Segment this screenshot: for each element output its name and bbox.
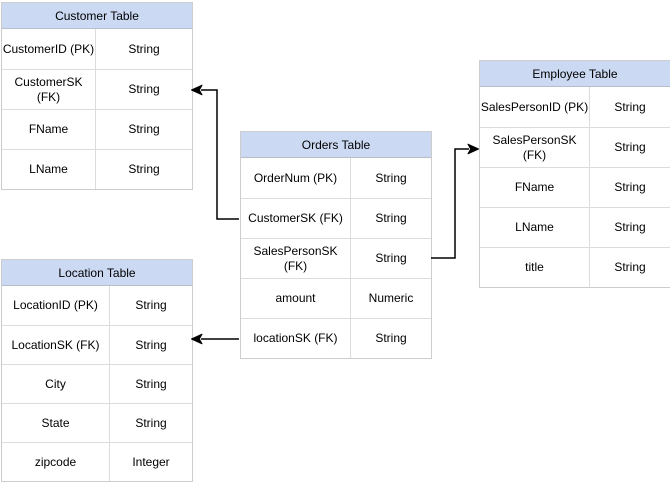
field-name-cell: SalesPersonSK (FK) [241, 239, 351, 278]
field-name-cell: amount [241, 279, 351, 318]
table-row: amount Numeric [241, 278, 431, 318]
table-row: CustomerSK (FK) String [2, 69, 192, 109]
field-type-cell: String [128, 122, 160, 136]
field-type-cell: String [614, 180, 646, 194]
connector-line [201, 89, 239, 220]
field-name-cell: CustomerID (PK) [2, 29, 96, 69]
field-name-cell: OrderNum (PK) [241, 158, 351, 198]
field-name-cell: FName [2, 110, 96, 149]
orders-table-title: Orders Table [241, 132, 431, 158]
field-type-cell: String [128, 162, 160, 176]
customer-table-title: Customer Table [2, 3, 192, 29]
table-row: SalesPersonID (PK) String [480, 87, 670, 127]
orders-table: Orders Table OrderNum (PK) String Custom… [240, 131, 432, 359]
field-name-cell: LocationID (PK) [2, 286, 110, 325]
field-type-cell: Integer [132, 454, 170, 469]
field-type-cell: String [614, 260, 646, 274]
table-row: CustomerSK (FK) String [241, 198, 431, 238]
table-row: LocationID (PK) String [2, 286, 192, 325]
connector-line [431, 148, 469, 259]
table-row: City String [2, 364, 192, 403]
location-table: Location Table LocationID (PK) String Lo… [1, 259, 193, 482]
table-row: SalesPersonSK (FK) String [241, 238, 431, 278]
field-type-cell: String [135, 298, 167, 312]
field-name-cell: CustomerSK (FK) [241, 199, 351, 238]
field-name-cell: SalesPersonSK (FK) [480, 128, 590, 167]
table-row: title String [480, 247, 670, 287]
field-type-cell: String [135, 415, 167, 430]
arrowhead-icon [191, 84, 203, 96]
field-type-cell: String [135, 376, 167, 391]
orders-to-customer-connector [191, 84, 239, 220]
field-type-cell: String [128, 82, 160, 96]
field-name-cell: zipcode [2, 443, 110, 481]
field-name-cell: LocationSK (FK) [2, 326, 110, 364]
table-row: CustomerID (PK) String [2, 29, 192, 69]
field-name-cell: LName [2, 150, 96, 189]
field-type-cell: String [614, 140, 646, 154]
field-type-cell: String [135, 337, 167, 352]
field-name-cell: title [480, 248, 590, 287]
employee-table: Employee Table SalesPersonID (PK) String… [479, 60, 670, 288]
orders-to-employee-connector [431, 143, 479, 259]
field-name-cell: CustomerSK (FK) [2, 70, 96, 109]
table-row: FName String [2, 109, 192, 149]
field-type-cell: String [614, 220, 646, 234]
field-type-cell: String [375, 331, 407, 345]
field-name-cell: City [2, 365, 110, 403]
table-row: LName String [480, 207, 670, 247]
table-row: SalesPersonSK (FK) String [480, 127, 670, 167]
field-name-cell: State [2, 404, 110, 442]
employee-table-title: Employee Table [480, 61, 670, 87]
table-row: locationSK (FK) String [241, 318, 431, 358]
table-row: FName String [480, 167, 670, 207]
table-row: zipcode Integer [2, 442, 192, 481]
table-row: LocationSK (FK) String [2, 325, 192, 364]
field-type-cell: String [128, 41, 160, 56]
orders-to-location-connector [191, 333, 239, 345]
field-type-cell: String [375, 251, 407, 265]
customer-table: Customer Table CustomerID (PK) String Cu… [1, 2, 193, 190]
field-type-cell: Numeric [368, 291, 414, 305]
arrowhead-icon [191, 333, 203, 345]
arrowhead-icon [467, 143, 479, 155]
field-type-cell: String [375, 211, 407, 225]
field-name-cell: SalesPersonID (PK) [480, 87, 590, 127]
field-type-cell: String [614, 99, 646, 114]
field-name-cell: LName [480, 208, 590, 247]
table-row: OrderNum (PK) String [241, 158, 431, 198]
field-name-cell: locationSK (FK) [241, 319, 351, 358]
table-row: State String [2, 403, 192, 442]
field-type-cell: String [375, 170, 407, 185]
field-name-cell: FName [480, 168, 590, 207]
table-row: LName String [2, 149, 192, 189]
location-table-title: Location Table [2, 260, 192, 286]
